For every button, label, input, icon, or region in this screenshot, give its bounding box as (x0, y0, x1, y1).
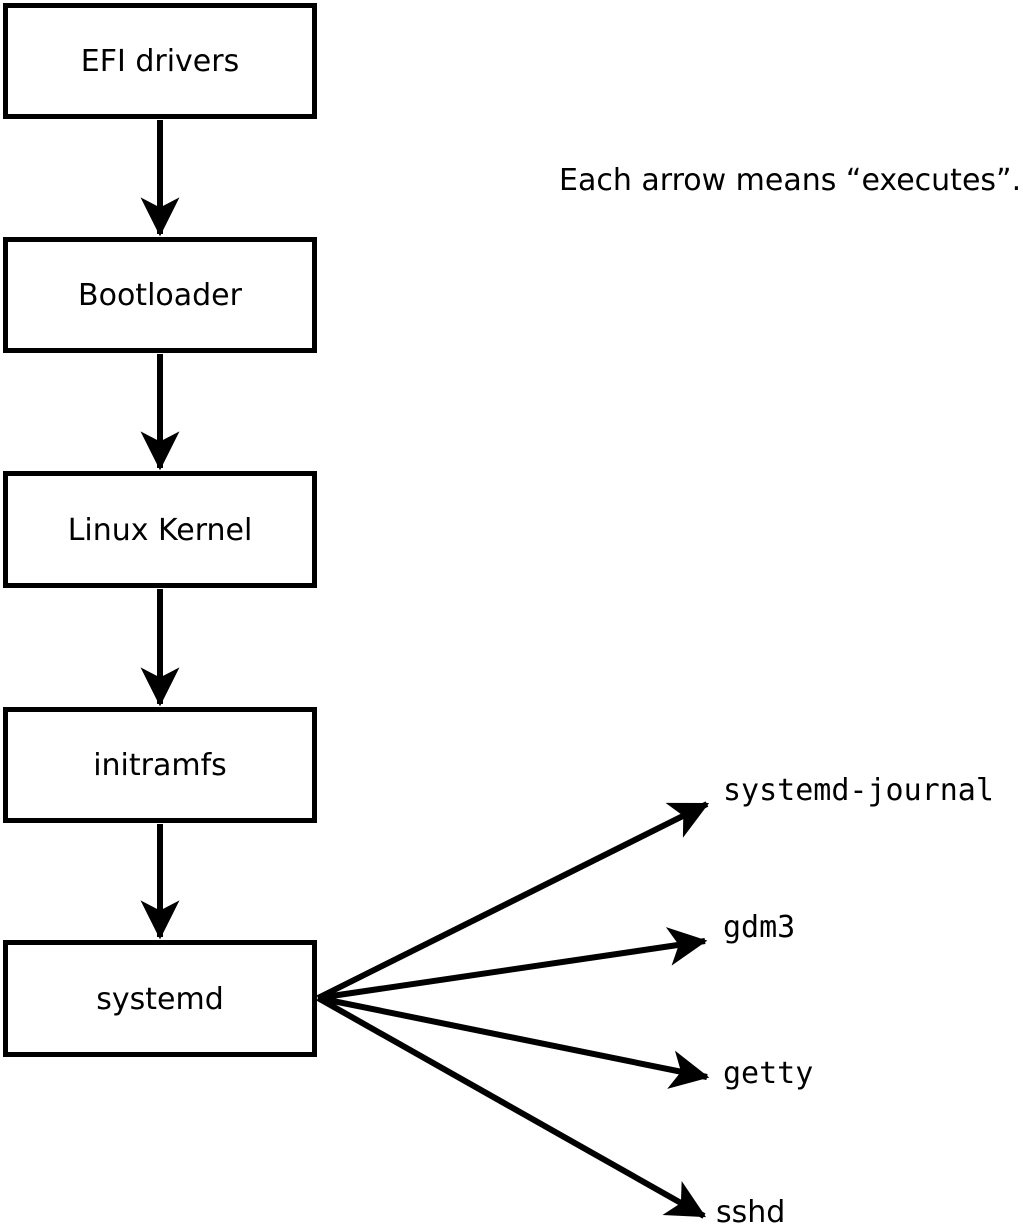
chain-nodes: EFI drivers Bootloader Linux Kernel init… (3, 3, 317, 1057)
node-box-efi-drivers (3, 3, 317, 119)
node-box-bootloader (3, 237, 317, 353)
spawned-label-getty: getty (723, 1056, 813, 1091)
spawned-label-sshd: sshd (716, 1195, 785, 1230)
spawned-label-systemd-journal: systemd-journal (723, 773, 994, 808)
caption: Each arrow means “executes”. (559, 163, 1021, 198)
node-label-initramfs: initramfs (93, 748, 227, 783)
arrow-systemd-to-getty-icon (317, 995, 710, 1089)
fan-arrows (316, 801, 710, 1219)
node-box-systemd (3, 940, 317, 1057)
node-label-linux-kernel: Linux Kernel (68, 513, 253, 548)
arrow-systemd-to-journal-icon (316, 801, 710, 1001)
node-label-efi-drivers: EFI drivers (81, 44, 239, 79)
spawned-label-gdm3: gdm3 (723, 910, 795, 945)
arrow-systemd-to-sshd-icon (316, 995, 707, 1219)
spawned-labels: systemd-journal gdm3 getty sshd (716, 773, 994, 1230)
node-label-systemd: systemd (96, 982, 224, 1017)
node-label-bootloader: Bootloader (78, 278, 243, 313)
node-box-initramfs (3, 707, 317, 823)
node-box-linux-kernel (3, 471, 317, 588)
arrow-systemd-to-gdm3-icon (317, 927, 708, 1001)
